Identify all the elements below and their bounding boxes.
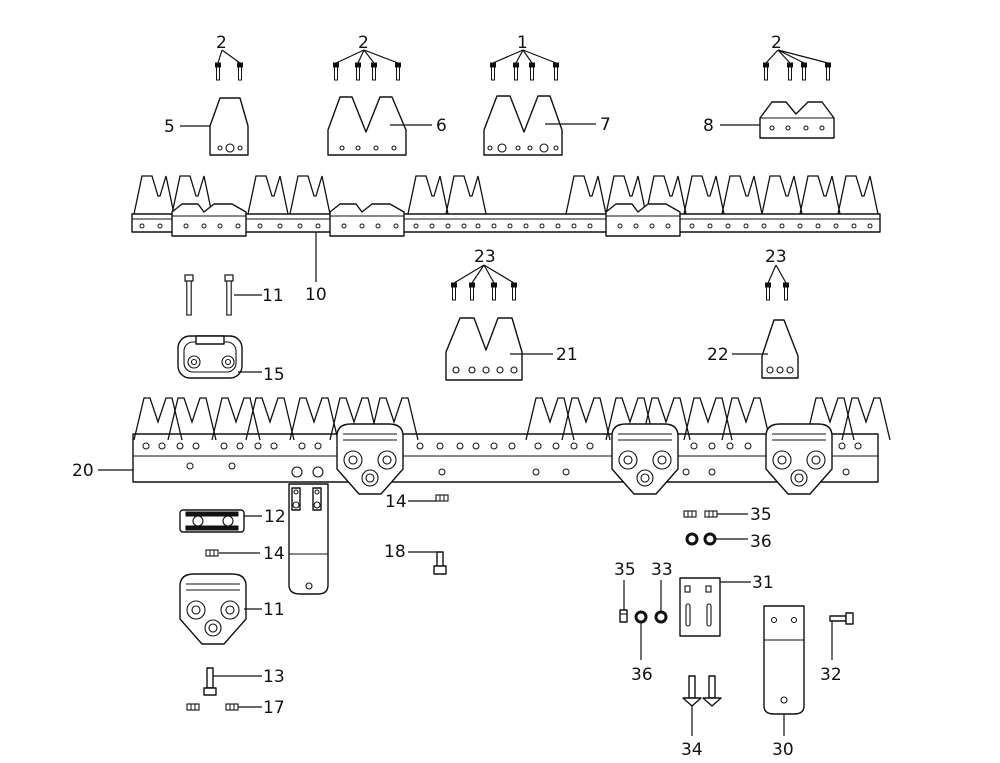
- callout-36a: 36: [750, 532, 772, 552]
- part-18-bolt: [408, 551, 447, 575]
- part-7-section: [483, 95, 596, 156]
- part-20-cutter-bar: [98, 397, 891, 495]
- part-13-bolt: [203, 667, 262, 696]
- part-10-cutter-bar: [131, 175, 881, 282]
- callout-30: 30: [772, 740, 794, 760]
- callout-35a: 35: [750, 505, 772, 525]
- callout-14a: 14: [385, 492, 407, 512]
- callout-21: 21: [556, 345, 578, 365]
- callout-2b: 2: [358, 33, 369, 53]
- callout-2c: 2: [771, 33, 782, 53]
- part-35-nuts: [683, 510, 748, 518]
- part-6-section: [327, 96, 432, 156]
- hanger-strap: [288, 466, 329, 595]
- callout-20: 20: [72, 461, 94, 481]
- part-34-bolts: [682, 675, 722, 736]
- rivet-group-2-left: [215, 49, 243, 81]
- rivet-group-1: [490, 49, 559, 81]
- part-14-nut-center: [408, 494, 449, 502]
- callout-16: 11: [262, 286, 284, 306]
- part-35-33-36-stack: [619, 580, 668, 660]
- callout-5: 5: [164, 117, 175, 137]
- part-32-bolt: [829, 612, 854, 660]
- part-16-bolts: [184, 274, 262, 316]
- part-8-plate: [720, 101, 835, 139]
- part-15-bracket: [177, 335, 262, 379]
- part-31-plate: [679, 577, 751, 637]
- part-5-section: [180, 97, 249, 156]
- rivet-group-23-mid: [451, 264, 517, 301]
- rivet-group-2-mid: [333, 49, 401, 81]
- rivet-group-2-right: [763, 49, 831, 81]
- part-12-spacer: [179, 509, 262, 533]
- callout-1: 1: [517, 33, 528, 53]
- part-36-washers: [685, 532, 748, 546]
- part-11-clip: [179, 573, 262, 645]
- callout-6: 6: [436, 116, 447, 136]
- callout-18: 18: [384, 542, 406, 562]
- part-21-section: [445, 317, 553, 381]
- callout-23b: 23: [765, 247, 787, 267]
- callout-2a: 2: [216, 33, 227, 53]
- callout-22: 22: [707, 345, 729, 365]
- callout-35b: 35: [614, 560, 636, 580]
- callout-14-left: 14: [263, 544, 285, 564]
- callout-15: 15: [263, 365, 285, 385]
- part-14-nut-left: [205, 549, 260, 557]
- callout-23a: 23: [474, 247, 496, 267]
- part-22-section: [732, 319, 799, 379]
- callout-12: 12: [264, 507, 286, 527]
- rivet-group-23-right: [765, 264, 789, 301]
- callout-34: 34: [681, 740, 703, 760]
- callout-33: 33: [651, 560, 673, 580]
- callout-7: 7: [600, 115, 611, 135]
- callout-31: 31: [752, 573, 774, 593]
- callout-36b: 36: [631, 665, 653, 685]
- callout-label-11-visible: 11: [263, 600, 285, 620]
- callout-10: 10: [305, 285, 327, 305]
- callout-label-13-visible: 13: [263, 667, 285, 687]
- part-30-strap: [763, 605, 805, 736]
- callout-8: 8: [703, 116, 714, 136]
- callout-label-17-visible: 17: [263, 698, 285, 718]
- part-17-nuts: [186, 703, 262, 711]
- callout-32: 32: [820, 665, 842, 685]
